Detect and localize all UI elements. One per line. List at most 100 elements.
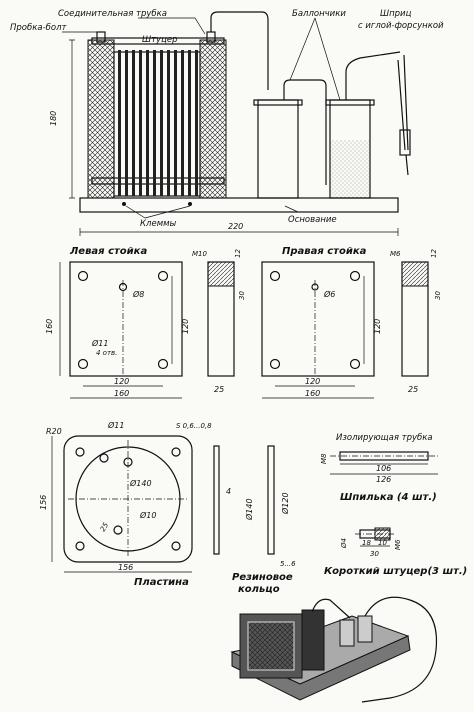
assembly-plate (174, 50, 177, 196)
left-post-hole-bottom-left (77, 358, 89, 370)
plates-stack (113, 51, 201, 197)
label-connecting-tube: Соединительная трубка (58, 9, 167, 19)
dim-right-thread: M6 (390, 250, 401, 258)
dim-plate-side4: 4 (226, 487, 231, 496)
assembly-plate (125, 50, 128, 196)
right-post-hole-top-left (269, 270, 281, 282)
dim-stud-106: 106 (376, 464, 391, 473)
right-post-hole-top-right (349, 270, 361, 282)
title-right-post: Правая стойка (282, 246, 367, 257)
label-base: Основание (288, 215, 337, 225)
dim-sf-m6: M6 (394, 539, 402, 550)
title-rubber-ring-2: кольцо (238, 584, 280, 595)
assembly-plate (139, 50, 142, 196)
dim-left-thread: M10 (192, 250, 207, 258)
dim-left-w160: 160 (114, 389, 129, 398)
left-post-hole-bottom-right (157, 358, 169, 370)
label-plug-bolt: Пробка-болт (10, 23, 68, 33)
dim-left-h120: 120 (181, 319, 190, 334)
dim-right-12: 12 (430, 249, 438, 258)
stud-body (339, 451, 429, 461)
title-rubber-ring-1: Резиновое (232, 572, 293, 583)
dim-ring-d140: Ø140 (244, 498, 254, 521)
dim-right-hole: Ø6 (323, 289, 335, 299)
stud-drawing (330, 451, 438, 475)
title-stud: Шпилька (4 шт.) (340, 492, 437, 503)
connecting-tube (210, 11, 269, 90)
dim-plate-25: 25 (99, 521, 111, 533)
dim-plate-w156: 156 (118, 563, 133, 572)
dim-right-h120: 120 (373, 319, 382, 334)
dim-assembly-height: 180 (49, 111, 58, 126)
right-post-hole-bottom-left (269, 358, 281, 370)
left-post-hole-top-right (157, 270, 169, 282)
assembly-plate (146, 50, 149, 196)
dim-right-side25: 25 (408, 385, 418, 394)
dim-sf-18: 18 (362, 539, 371, 547)
assembly-view (62, 11, 411, 236)
dim-sf-10: 10 (378, 539, 387, 547)
assembly-plate (153, 50, 156, 196)
left-post-hole-top-left (77, 270, 89, 282)
left-post-section (87, 39, 115, 199)
title-left-post: Левая стойка (69, 246, 147, 257)
label-syringe-sub: с иглой-форсункой (358, 21, 444, 31)
label-syringe: Шприц (380, 9, 412, 19)
dim-left-holes4: Ø11 (91, 338, 108, 348)
dim-left-holes4-note: 4 отв. (96, 349, 117, 357)
dim-left-w120: 120 (114, 377, 129, 386)
short-fitting-drawing (355, 527, 395, 547)
dim-left-12: 12 (234, 249, 242, 258)
plate-lines (118, 50, 198, 196)
dim-plate-hole10: Ø10 (139, 510, 156, 520)
dim-left-h160: 160 (45, 319, 54, 334)
label-insulating-tube: Изолирующая трубка (336, 433, 433, 443)
right-post-drawing (261, 261, 429, 399)
dim-right-w160: 160 (305, 389, 320, 398)
base-board (79, 197, 399, 213)
plate-side (213, 445, 220, 555)
dim-plate-r: R20 (46, 427, 62, 436)
title-short-fitting: Короткий штуцер(3 шт.) (324, 566, 467, 577)
dim-right-w120: 120 (305, 377, 320, 386)
dim-right-30: 30 (434, 291, 442, 300)
assembled-device-photo (230, 596, 438, 703)
dim-left-hole: Ø8 (132, 289, 144, 299)
dim-plate-hole11: Ø11 (107, 420, 124, 430)
dim-left-30: 30 (238, 291, 246, 300)
label-fitting: Штуцер (142, 35, 177, 45)
plate-face (63, 435, 193, 563)
rubber-ring-side (267, 445, 275, 555)
dim-plate-thk: S 0,6...0,8 (176, 422, 212, 430)
assembly-plate (188, 50, 191, 196)
assembly-plate (195, 50, 198, 196)
right-post-hole-bottom-right (349, 358, 361, 370)
assembly-plate (181, 50, 184, 196)
dim-ring-d120: Ø120 (280, 492, 290, 515)
label-cylinders: Баллончики (292, 9, 346, 19)
dim-sf-d4: Ø4 (340, 538, 348, 549)
assembly-plate (132, 50, 135, 196)
label-terminals: Клеммы (140, 219, 177, 229)
assembly-plate (160, 50, 163, 196)
dim-stud-thread: M8 (320, 453, 328, 464)
assembly-plate (118, 50, 121, 196)
dim-assembly-width: 220 (228, 222, 243, 231)
dim-plate-d140: Ø140 (129, 478, 152, 488)
assembly-plate (167, 50, 170, 196)
syringe (397, 54, 409, 151)
title-plate: Пластина (134, 577, 189, 588)
dim-left-side25: 25 (214, 385, 224, 394)
right-post-face (261, 261, 375, 377)
left-post-drawing (59, 261, 235, 399)
left-post-face (69, 261, 183, 377)
plate-drawing (51, 435, 275, 573)
dim-stud-126: 126 (376, 475, 391, 484)
dim-plate-h156: 156 (39, 495, 48, 510)
right-post-section (199, 39, 227, 199)
dim-sf-30: 30 (370, 550, 379, 558)
dim-ring-thk: 5...6 (280, 560, 296, 568)
